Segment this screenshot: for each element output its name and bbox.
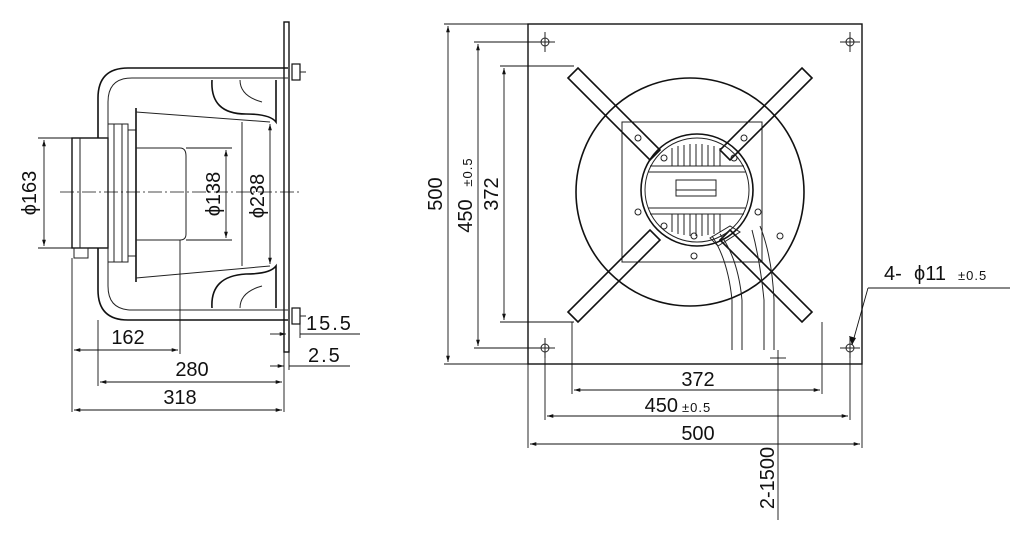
cable xyxy=(711,225,775,350)
motor-housing xyxy=(71,137,109,249)
tube-frame-bottom xyxy=(97,248,288,321)
dim-inlet-diameter: ϕ238 xyxy=(247,174,269,219)
dim-15-5: 15.5 xyxy=(306,313,353,335)
dim-shaft-diameter: ϕ163 xyxy=(19,171,41,216)
dim-motor-diameter: ϕ138 xyxy=(203,172,225,217)
dim-holes-value: ϕ11 xyxy=(914,263,946,285)
dim-holes-prefix: 4- xyxy=(884,263,902,285)
front-view: 500 450 ±0.5 372 372 450 ±0.5 500 4- ϕ11… xyxy=(425,23,1010,520)
inlet-ring xyxy=(575,77,805,307)
motor-hub xyxy=(640,133,754,247)
dim-450-vertical: 450 xyxy=(455,199,477,232)
side-view: ϕ163 ϕ138 ϕ238 162 280 318 15.5 2.5 xyxy=(19,21,360,412)
tube-frame-top xyxy=(97,67,288,138)
dim-holes-tol: ±0.5 xyxy=(958,268,987,283)
dim-450-horizontal-tol: ±0.5 xyxy=(682,400,711,415)
bolt-top xyxy=(291,63,301,81)
impeller-blade-bottom xyxy=(211,263,277,309)
bolt-bottom xyxy=(291,307,301,325)
dim-450-vertical-tol: ±0.5 xyxy=(460,157,475,186)
cable-gland xyxy=(73,247,89,259)
dim-318: 318 xyxy=(163,387,196,409)
dim-cable-length: 2-1500 xyxy=(757,447,779,509)
mounting-plate xyxy=(283,21,290,353)
dim-372-horizontal: 372 xyxy=(681,369,714,391)
dim-372-vertical: 372 xyxy=(481,177,503,210)
cross-arms xyxy=(566,66,814,324)
dim-500-horizontal: 500 xyxy=(681,423,714,445)
impeller-blade-top xyxy=(211,79,277,125)
dim-162: 162 xyxy=(111,327,144,349)
dim-280: 280 xyxy=(175,359,208,381)
dim-500-vertical: 500 xyxy=(425,177,447,210)
dim-2-5: 2.5 xyxy=(308,345,342,367)
dim-450-horizontal: 450 xyxy=(645,395,678,417)
